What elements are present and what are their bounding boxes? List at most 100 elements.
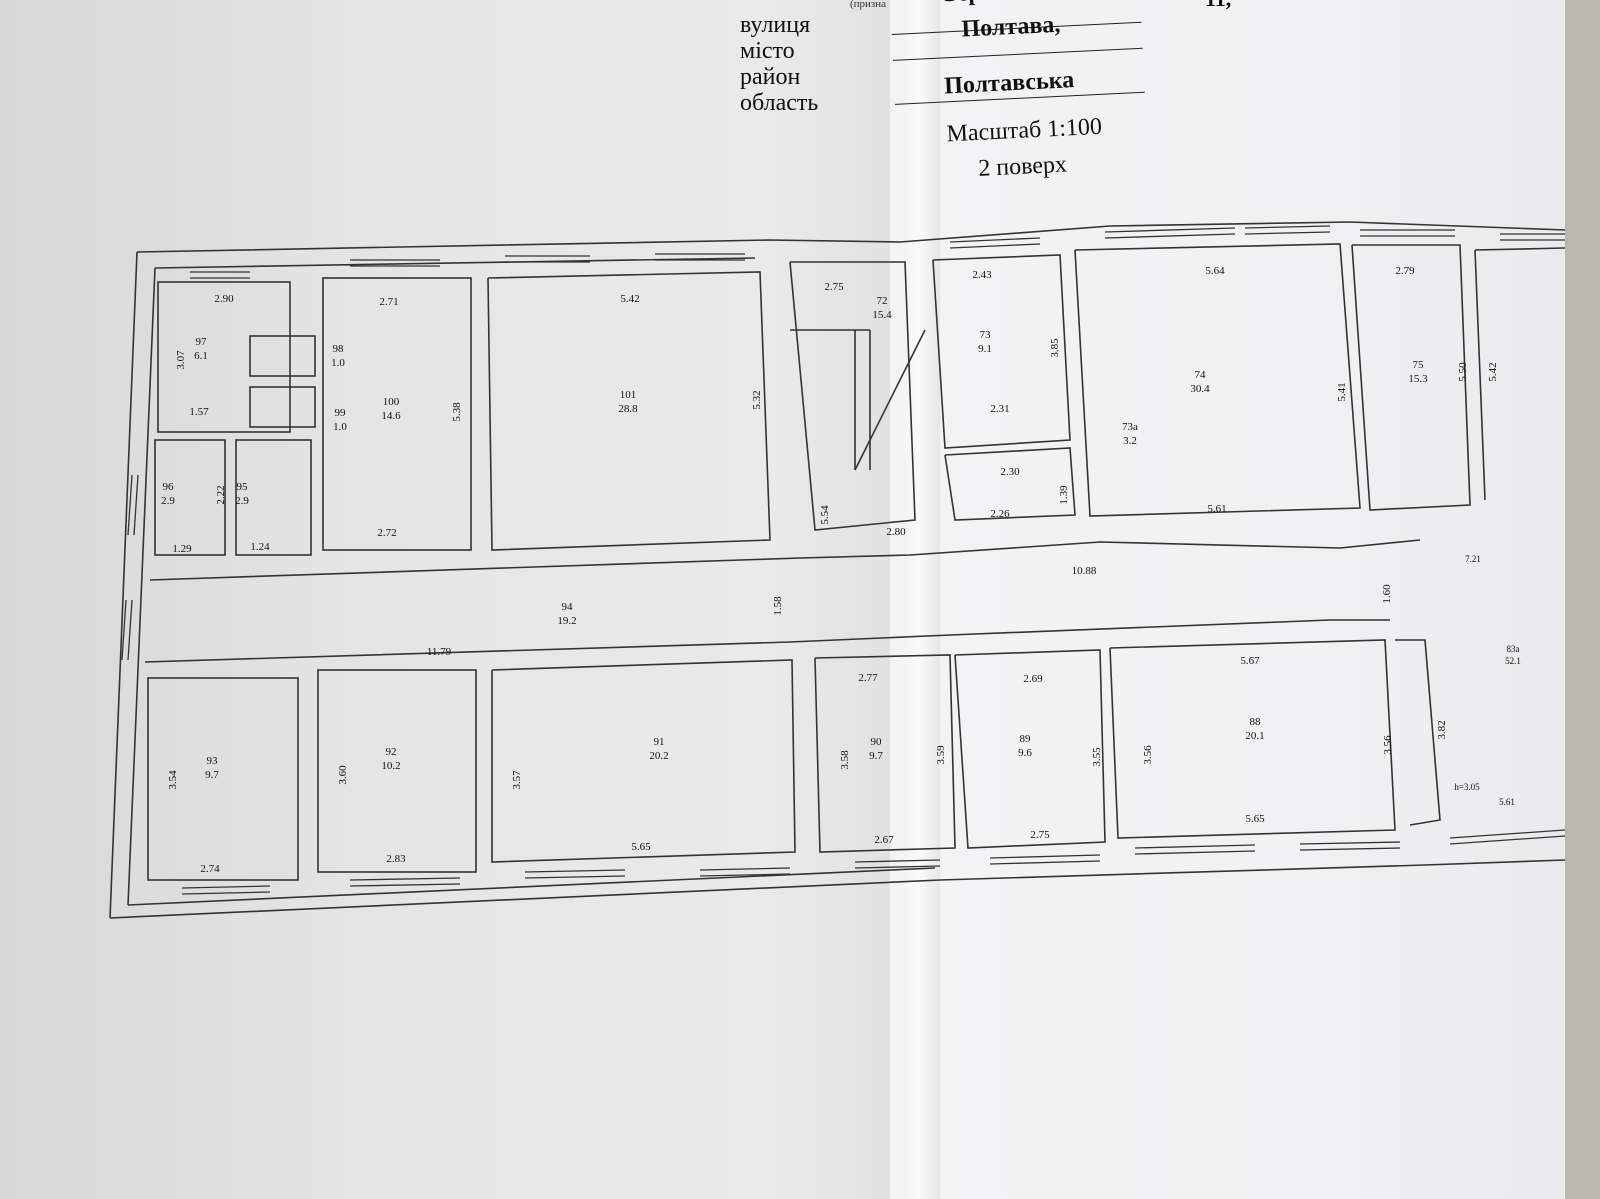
dim-label: 3.55	[1091, 747, 1103, 767]
dim-label: 5.65	[1245, 813, 1265, 825]
dim-label: 2.71	[379, 296, 398, 308]
room-72-number: 72	[877, 295, 888, 307]
room-75-number: 75	[1413, 359, 1425, 371]
room-labels: 97 6.1 98 1.0 99 1.0 96 2.9 95 2.9 100 1…	[161, 295, 1521, 781]
room-83a-number: 83а	[1507, 644, 1520, 654]
dim-label: 2.26	[990, 508, 1010, 520]
label-city: місто	[740, 38, 795, 64]
room-100-area: 14.6	[381, 410, 401, 422]
dim-label: 2.75	[824, 281, 844, 293]
dim-label: 2.43	[972, 269, 992, 281]
dim-label: 2.75	[1030, 829, 1050, 841]
plan-windows	[121, 225, 1566, 895]
dim-label: 2.67	[874, 834, 894, 846]
dim-label: 2.22	[215, 485, 227, 504]
room-73-area: 9.1	[978, 343, 992, 355]
dim-label: 2.90	[214, 293, 234, 305]
dim-label: 1.60	[1381, 584, 1393, 604]
dim-label: 3.82	[1436, 720, 1448, 739]
room-97-number: 97	[196, 336, 208, 348]
dim-label: 2.69	[1023, 673, 1043, 685]
room-96-number: 96	[163, 481, 175, 493]
dim-label: 3.58	[839, 750, 851, 770]
dim-label: 3.56	[1382, 735, 1394, 755]
dim-label: 2.77	[858, 672, 878, 684]
dim-label: 5.61	[1207, 503, 1226, 515]
room-90-number: 90	[871, 736, 883, 748]
dim-label: 5.42	[1487, 362, 1499, 381]
address-labels: вулиця місто район область	[740, 12, 818, 116]
dimension-labels: 2.90 3.07 1.57 2.71 5.38 5.42 5.32 2.72 …	[167, 265, 1515, 875]
room-73a-area: 3.2	[1123, 435, 1137, 447]
room-75-area: 15.3	[1408, 373, 1428, 385]
dim-label: 5.42	[620, 293, 639, 305]
label-district: район	[740, 64, 801, 90]
dim-label: 2.31	[990, 403, 1009, 415]
dim-label: 3.85	[1049, 338, 1061, 358]
room-93-number: 93	[207, 755, 219, 767]
room-99-area: 1.0	[333, 421, 347, 433]
dim-label: 2.74	[200, 863, 220, 875]
dim-label: 5.65	[631, 841, 651, 853]
room-90-area: 9.7	[869, 750, 883, 762]
dim-label: 5.32	[751, 390, 763, 409]
room-97	[157, 281, 291, 433]
plan-walls	[109, 221, 1566, 919]
label-region: область	[740, 90, 819, 116]
dim-label: 1.39	[1058, 485, 1070, 505]
dim-label: 2.83	[386, 853, 406, 865]
dim-label: 2.80	[886, 526, 906, 538]
dim-label: 3.54	[167, 770, 179, 790]
room-98-area: 1.0	[331, 357, 345, 369]
room-73a-number: 73а	[1122, 421, 1138, 433]
room-100-number: 100	[383, 396, 400, 408]
room-74-number: 74	[1195, 369, 1207, 381]
room-92-number: 92	[386, 746, 397, 758]
room-97-area: 6.1	[194, 350, 208, 362]
room-73-number: 73	[980, 329, 992, 341]
dim-label: 5.50	[1457, 362, 1469, 382]
dim-label: 3.59	[935, 745, 947, 765]
label-street: вулиця	[740, 12, 811, 38]
dim-label: 2.72	[377, 527, 396, 539]
room-94-number: 94	[562, 601, 574, 613]
dim-label: 1.24	[250, 541, 270, 553]
room-92-area: 10.2	[381, 760, 400, 772]
dim-label: 5.67	[1240, 655, 1260, 667]
room-95-number: 95	[237, 481, 249, 493]
dim-label: 11.79	[427, 646, 452, 658]
dim-label: 1.58	[772, 596, 784, 616]
paper-left-page	[0, 0, 960, 1199]
height-note: h=3.05	[1454, 782, 1480, 792]
room-88-number: 88	[1250, 716, 1262, 728]
dim-label: 10.88	[1072, 565, 1097, 577]
room-72-area: 15.4	[872, 309, 892, 321]
room-94-area: 19.2	[557, 615, 576, 627]
corner-fragment: 11,	[1205, 0, 1231, 12]
room-83a-area: 52.1	[1505, 656, 1521, 666]
dim-label: 5.38	[451, 402, 463, 422]
room-88-area: 20.1	[1245, 730, 1264, 742]
room-99-number: 99	[335, 407, 347, 419]
dim-label: 1.57	[189, 406, 209, 418]
room-91-area: 20.2	[649, 750, 668, 762]
room-89-area: 9.6	[1018, 747, 1032, 759]
room-91-number: 91	[654, 736, 665, 748]
room-96-area: 2.9	[161, 495, 175, 507]
room-95-area: 2.9	[235, 495, 249, 507]
dim-label: 3.56	[1142, 745, 1154, 765]
dim-label: 5.41	[1336, 382, 1348, 401]
dim-label: 5.61	[1499, 797, 1515, 807]
dim-label: 2.79	[1395, 265, 1415, 277]
dim-label: 1.29	[172, 543, 192, 555]
room-101-number: 101	[620, 389, 637, 401]
dim-label: 5.64	[1205, 265, 1225, 277]
dim-label: 3.07	[175, 350, 187, 370]
dim-label: 5.54	[819, 505, 831, 525]
room-89-number: 89	[1020, 733, 1032, 745]
dim-label: 3.60	[337, 765, 349, 785]
room-93-area: 9.7	[205, 769, 219, 781]
dim-label: 7.21	[1465, 554, 1481, 564]
paper-right-page	[890, 0, 1600, 1199]
